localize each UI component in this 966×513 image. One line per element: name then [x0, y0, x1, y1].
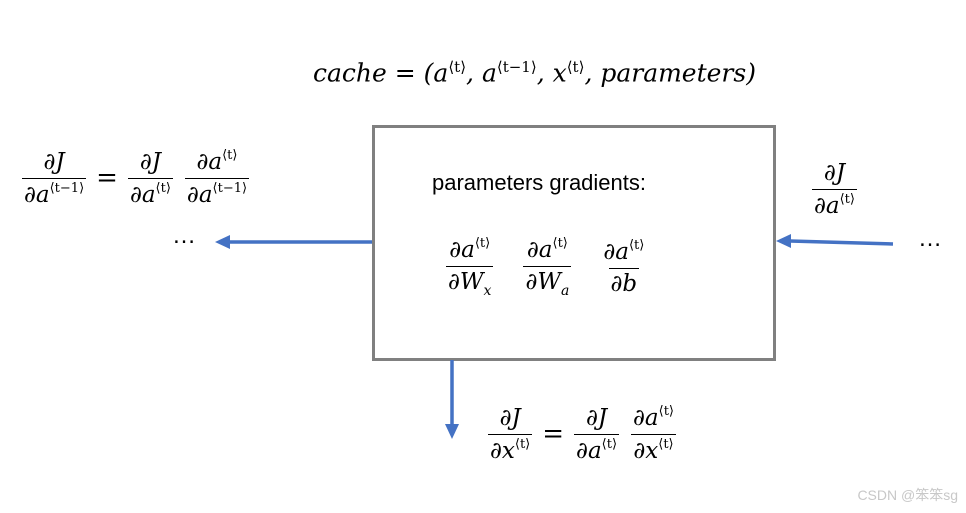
left-arrow	[215, 235, 372, 249]
equals-sign: =	[542, 419, 565, 449]
rnn-cell-box	[372, 125, 776, 361]
bottom-equation: ∂J ∂x⟨t⟩ = ∂J ∂a⟨t⟩ ∂a⟨t⟩ ∂x⟨t⟩	[482, 404, 682, 464]
parameters-gradients-title: parameters gradients:	[432, 170, 646, 195]
dj-da-input-fraction: ∂J ∂a⟨t⟩	[812, 160, 857, 219]
dj-da-fraction: ∂J ∂a⟨t⟩	[127, 148, 173, 208]
right-ellipsis: …	[918, 225, 942, 252]
da-da-prev-fraction: ∂a⟨t⟩ ∂a⟨t−1⟩	[184, 148, 250, 208]
da-prev-fraction: ∂J ∂a⟨t−1⟩	[22, 148, 87, 208]
gradient-wx: ∂a⟨t⟩ ∂Wx	[446, 236, 494, 299]
da-dx-fraction: ∂a⟨t⟩ ∂x⟨t⟩	[631, 404, 676, 464]
right-input-gradient: ∂J ∂a⟨t⟩	[806, 160, 863, 219]
parameter-gradients: ∂a⟨t⟩ ∂Wx ∂a⟨t⟩ ∂Wa ∂a⟨t⟩ ∂b	[440, 236, 652, 299]
gradient-b: ∂a⟨t⟩ ∂b	[603, 238, 645, 297]
left-equation: ∂J ∂a⟨t−1⟩ = ∂J ∂a⟨t⟩ ∂a⟨t⟩ ∂a⟨t−1⟩	[16, 148, 255, 208]
down-arrow	[445, 360, 459, 439]
gradient-wa: ∂a⟨t⟩ ∂Wa	[523, 236, 572, 299]
left-ellipsis: …	[172, 222, 196, 249]
watermark: CSDN @笨笨sg	[857, 487, 958, 503]
equals-sign: =	[96, 163, 118, 193]
dx-fraction: ∂J ∂x⟨t⟩	[488, 404, 533, 464]
right-arrow	[776, 234, 894, 248]
dj-da-fraction: ∂J ∂a⟨t⟩	[574, 404, 620, 464]
cache-formula: cache = (a⟨t⟩, a⟨t−1⟩, x⟨t⟩, parameters)	[313, 58, 756, 88]
